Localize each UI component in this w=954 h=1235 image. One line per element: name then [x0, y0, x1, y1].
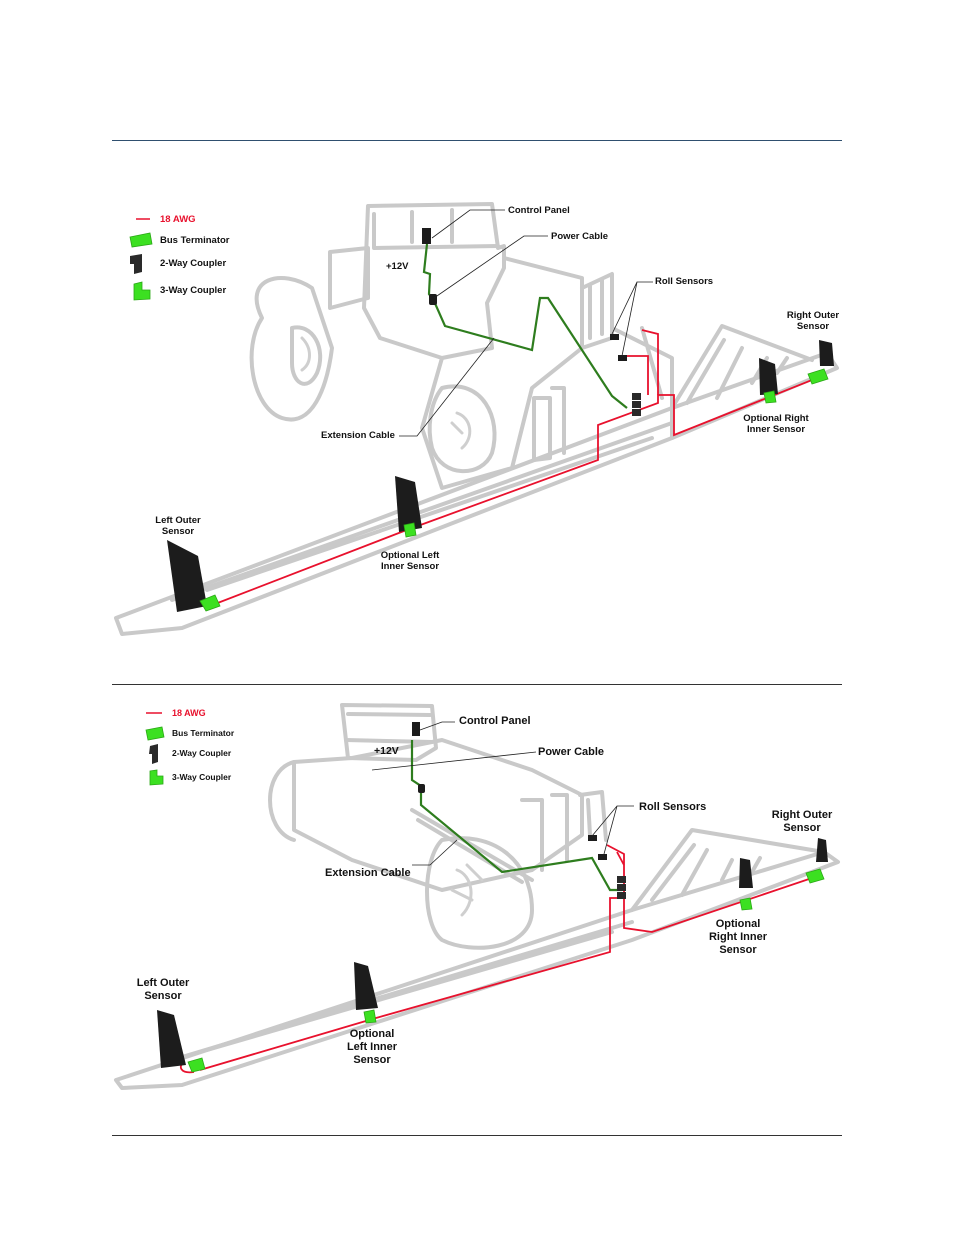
control-panel-icon — [412, 722, 420, 736]
label-right-outer-1: Right Outer — [772, 809, 833, 821]
right-inner-sensor-icon — [739, 858, 753, 888]
label-opt-left-inner-2: Left Inner — [347, 1041, 398, 1053]
inline-connector-icon — [429, 294, 437, 305]
label-power-cable: Power Cable — [538, 746, 604, 758]
section-rule — [112, 684, 842, 685]
control-panel-icon — [422, 228, 431, 244]
wiring-diagram-2: 18 AWG Bus Terminator 2-Way Coupler 3-Wa… — [112, 700, 842, 1095]
label-left-outer-2: Sensor — [144, 990, 182, 1002]
left-inner-coupler-icon — [403, 522, 417, 538]
label-left-outer-1: Left Outer — [155, 515, 201, 526]
label-opt-right-inner-1: Optional Right — [743, 413, 809, 424]
boom-outline-2 — [114, 828, 840, 1090]
label-opt-right-inner-3: Sensor — [719, 944, 757, 956]
label-opt-left-inner-3: Sensor — [353, 1054, 391, 1066]
labels-2: Control Panel Power Cable +12V Roll Sens… — [137, 715, 833, 1066]
legend-three-way-icon — [149, 769, 164, 786]
leaders-1 — [399, 209, 653, 437]
left-inner-sensor-icon — [354, 962, 378, 1010]
right-outer-sensor-icon — [819, 340, 834, 366]
roll-sensors-icon — [610, 334, 627, 361]
left-bus-terminator-icon — [199, 594, 221, 612]
tractor-outline-2 — [268, 703, 608, 950]
legend-bus-terminator-icon — [145, 726, 165, 741]
components-1 — [167, 228, 834, 612]
legend-two-way: 2-Way Coupler — [172, 748, 232, 758]
label-opt-right-inner-2: Inner Sensor — [747, 424, 805, 435]
labels-1: Control Panel Power Cable +12V Roll Sens… — [155, 205, 839, 572]
label-opt-right-inner-1: Optional — [716, 918, 761, 930]
label-roll-sensors: Roll Sensors — [655, 276, 713, 287]
legend-two-way-icon — [149, 744, 158, 764]
left-bus-terminator-icon — [187, 1057, 206, 1073]
right-bus-terminator-icon — [807, 368, 829, 385]
legend-three-way: 3-Way Coupler — [172, 772, 232, 782]
boom-outline-1 — [114, 324, 839, 636]
power-cable-2 — [410, 740, 622, 892]
right-inner-sensor-icon — [759, 358, 778, 395]
label-opt-left-inner-2: Inner Sensor — [381, 561, 439, 572]
label-opt-left-inner-1: Optional Left — [381, 550, 440, 561]
label-extension-cable: Extension Cable — [325, 867, 411, 879]
wiring-diagram-2-svg: 18 AWG Bus Terminator 2-Way Coupler 3-Wa… — [114, 703, 840, 1090]
label-voltage: +12V — [374, 745, 399, 757]
legend-bus-terminator-icon — [129, 232, 153, 248]
right-inner-coupler-icon — [763, 390, 777, 404]
label-opt-right-inner-2: Right Inner — [709, 931, 768, 943]
label-right-outer-2: Sensor — [797, 321, 830, 332]
label-roll-sensors: Roll Sensors — [639, 801, 706, 813]
label-right-outer-2: Sensor — [783, 822, 821, 834]
label-control-panel: Control Panel — [459, 715, 531, 727]
legend-two-way: 2-Way Coupler — [160, 258, 226, 269]
components-2 — [157, 722, 828, 1073]
legend-2: 18 AWG Bus Terminator 2-Way Coupler 3-Wa… — [145, 708, 235, 786]
left-inner-sensor-icon — [395, 476, 422, 532]
label-voltage: +12V — [386, 261, 409, 272]
wiring-diagram-1: 18 AWG Bus Terminator 2-Way Coupler 3-Wa… — [112, 198, 842, 638]
leaders-2 — [371, 721, 634, 866]
legend-three-way-icon — [133, 281, 151, 301]
label-extension-cable: Extension Cable — [321, 430, 395, 441]
coupler-stack-icon — [632, 393, 641, 416]
label-power-cable: Power Cable — [551, 231, 608, 242]
inline-connector-icon — [418, 784, 425, 793]
legend-awg: 18 AWG — [160, 214, 196, 225]
label-left-outer-1: Left Outer — [137, 977, 190, 989]
label-right-outer-1: Right Outer — [787, 310, 840, 321]
legend-bus-terminator: Bus Terminator — [160, 235, 230, 246]
right-inner-coupler-icon — [739, 897, 753, 911]
roll-sensors-icon — [588, 835, 607, 860]
footer-rule — [112, 1135, 842, 1136]
legend-awg: 18 AWG — [172, 708, 206, 718]
label-left-outer-2: Sensor — [162, 526, 195, 537]
legend-1: 18 AWG Bus Terminator 2-Way Coupler 3-Wa… — [129, 214, 230, 301]
legend-three-way: 3-Way Coupler — [160, 285, 226, 296]
power-cable-1 — [422, 243, 628, 409]
left-outer-sensor-icon — [167, 540, 207, 612]
right-outer-sensor-icon — [816, 838, 828, 862]
coupler-stack-icon — [617, 876, 626, 899]
legend-bus-terminator: Bus Terminator — [172, 728, 235, 738]
legend-two-way-icon — [130, 254, 142, 274]
tractor-outline-1 — [249, 202, 614, 490]
wiring-diagram-1-svg: 18 AWG Bus Terminator 2-Way Coupler 3-Wa… — [114, 202, 839, 636]
header-rule — [112, 140, 842, 141]
left-outer-sensor-icon — [157, 1010, 186, 1068]
right-bus-terminator-icon — [805, 868, 825, 884]
left-inner-coupler-icon — [363, 1009, 377, 1024]
label-opt-left-inner-1: Optional — [350, 1028, 395, 1040]
label-control-panel: Control Panel — [508, 205, 570, 216]
